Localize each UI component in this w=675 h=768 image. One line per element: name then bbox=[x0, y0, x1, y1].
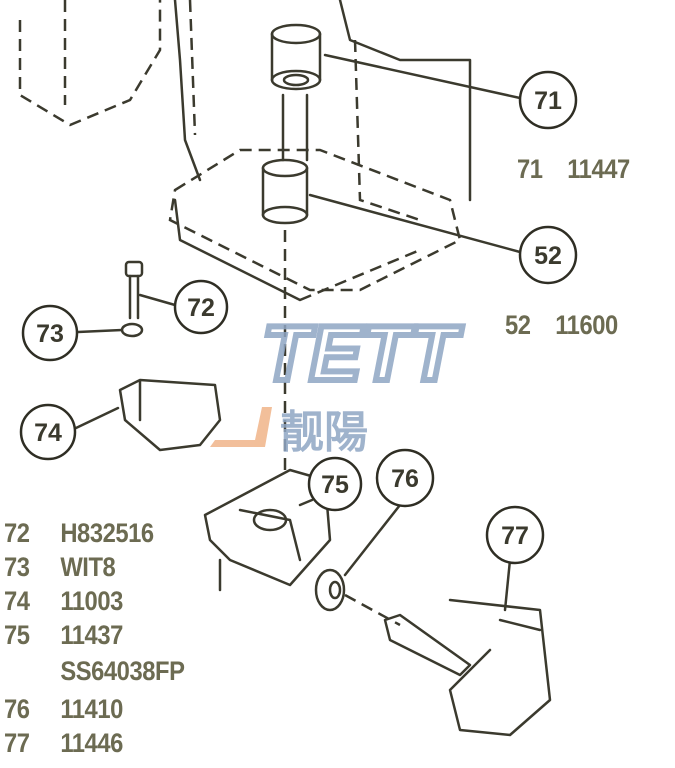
shaft bbox=[281, 93, 309, 162]
part-76-washer bbox=[314, 568, 346, 612]
part-77-bracket bbox=[383, 598, 552, 737]
part-code: 11003 bbox=[60, 586, 123, 616]
leader-lines bbox=[74, 53, 522, 612]
svg-text:76: 76 bbox=[391, 465, 419, 493]
part-code: H832516 bbox=[60, 518, 154, 548]
part-number: 52 bbox=[505, 310, 531, 340]
part-52-sleeve bbox=[261, 158, 309, 225]
part-number: 77 bbox=[4, 728, 30, 758]
part-71-sleeve bbox=[270, 23, 322, 91]
callout-77: 77 bbox=[485, 505, 545, 565]
part-code: 11447 bbox=[567, 154, 630, 184]
side-label-52: 52 11600 bbox=[505, 310, 618, 341]
part-code: 11437 bbox=[60, 620, 123, 650]
svg-text:52: 52 bbox=[534, 242, 562, 270]
svg-text:73: 73 bbox=[36, 320, 64, 348]
housing-outline bbox=[18, 0, 472, 302]
side-label-71: 71 11447 bbox=[517, 154, 630, 185]
svg-text:71: 71 bbox=[534, 87, 562, 115]
axis-76 bbox=[344, 593, 401, 627]
svg-text:77: 77 bbox=[501, 522, 529, 550]
watermark-logo: TETT 靓陽 bbox=[210, 306, 466, 458]
svg-text:TETT: TETT bbox=[262, 309, 463, 397]
part-number: 73 bbox=[4, 552, 30, 582]
part-code: SS64038FP bbox=[60, 656, 185, 686]
part-72-screw bbox=[124, 260, 144, 320]
callout-75: 75 bbox=[307, 456, 363, 512]
part-number: 76 bbox=[4, 694, 30, 724]
part-number: 72 bbox=[4, 518, 30, 548]
part-code: 11410 bbox=[60, 694, 123, 724]
part-74-bracket bbox=[118, 378, 222, 452]
part-number: 75 bbox=[4, 620, 30, 650]
callout-52: 52 bbox=[518, 225, 578, 285]
callout-72: 72 bbox=[173, 279, 229, 335]
callout-74: 74 bbox=[19, 403, 77, 461]
svg-text:72: 72 bbox=[187, 294, 215, 322]
part-number: 71 bbox=[517, 154, 543, 184]
part-code: 11446 bbox=[60, 728, 123, 758]
callout-76: 76 bbox=[375, 448, 435, 508]
svg-text:靓陽: 靓陽 bbox=[280, 407, 368, 458]
part-number: 74 bbox=[4, 586, 30, 616]
part-code: WIT8 bbox=[60, 552, 116, 582]
part-code: 11600 bbox=[555, 310, 618, 340]
svg-text:74: 74 bbox=[34, 419, 62, 447]
callout-73: 73 bbox=[21, 304, 79, 362]
svg-text:75: 75 bbox=[321, 471, 349, 499]
part-73-washer bbox=[120, 322, 144, 338]
callout-71: 71 bbox=[518, 70, 578, 130]
